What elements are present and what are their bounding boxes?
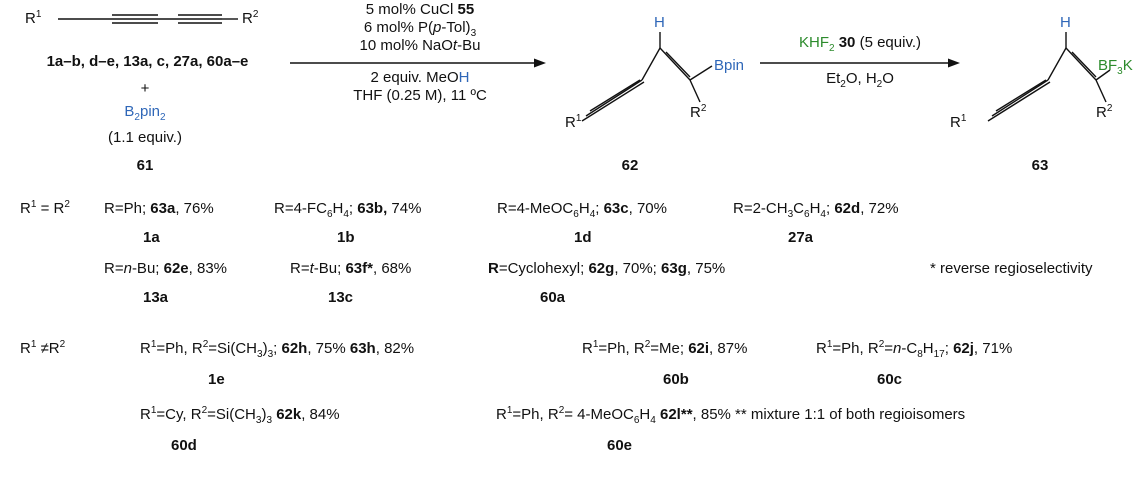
- step2-solvent: Et2O, H2O: [826, 70, 894, 90]
- b2pin2-label: B2pin2: [124, 103, 166, 123]
- entry-62h-63h: R1=Ph, R2=Si(CH3)3; 62h, 75% 63h, 82%: [140, 339, 415, 360]
- product-h: H: [1060, 14, 1071, 31]
- entry-63c: R=4-MeOC6H4; 63c, 70%: [497, 200, 667, 220]
- substrate-13c: 13c: [328, 289, 354, 306]
- entry-63a: R=Ph; 63a, 76%: [104, 200, 214, 217]
- step1-solvent-temp: THF (0.25 M), 11 ºC: [353, 87, 487, 104]
- entry-62g-63g: R=Cyclohexyl; 62g, 70%; 63g, 75%: [488, 260, 726, 277]
- reaction-arrow-1: [290, 58, 546, 68]
- reaction-arrow-2: [760, 58, 960, 68]
- intermediate-bpin: Bpin: [714, 57, 745, 74]
- substrate-1a: 1a: [143, 229, 160, 246]
- substrate-1e: 1e: [208, 371, 225, 388]
- substrate-60a: 60a: [540, 289, 566, 306]
- substrate-1d: 1d: [574, 229, 592, 246]
- step1-catalyst: 5 mol% CuCl 55: [365, 1, 475, 18]
- intermediate-r1: R1: [565, 113, 582, 132]
- plus-sign: +: [140, 80, 150, 97]
- diyne-r2-label: R2: [242, 9, 259, 28]
- label-r1-not-equals-r2: R1 ≠R2: [20, 339, 66, 358]
- step1-additive: 2 equiv. MeOH: [370, 69, 470, 86]
- entry-62k: R1=Cy, R2=Si(CH3)3 62k, 84%: [140, 405, 340, 426]
- substrate-60d: 60d: [171, 437, 197, 454]
- b2pin2-equiv: (1.1 equiv.): [108, 129, 182, 146]
- enyne-62-bonds: [581, 32, 713, 122]
- entry-63f: R=t-Bu; 63f*, 68%: [290, 260, 412, 277]
- product-bf3k: BF3K: [1098, 57, 1133, 77]
- footnote-reverse-regioselectivity: * reverse regioselectivity: [930, 260, 1093, 277]
- entry-62d: R=2-CH3C6H4; 62d, 72%: [733, 200, 899, 220]
- substrate-13a: 13a: [143, 289, 169, 306]
- entry-62j: R1=Ph, R2=n-C8H17; 62j, 71%: [816, 339, 1013, 360]
- step1-ligand: 6 mol% P(p-Tol)3: [363, 19, 477, 39]
- intermediate-h: H: [654, 14, 665, 31]
- diyne-r1-label: R1: [25, 9, 42, 28]
- diyne-bonds: [58, 14, 238, 24]
- compound-62-number: 62: [621, 157, 639, 174]
- entry-62e: R=n-Bu; 62e, 83%: [104, 260, 228, 277]
- substrate-60c: 60c: [877, 371, 903, 388]
- entry-62i: R1=Ph, R2=Me; 62i, 87%: [582, 339, 748, 358]
- compound-61-number: 61: [136, 157, 154, 174]
- product-r1: R1: [950, 113, 967, 132]
- substrate-numbers: 1a–b, d–e, 13a, c, 27a, 60a–e: [46, 53, 249, 70]
- entry-62l: R1=Ph, R2= 4-MeOC6H4 62l**, 85% ** mixtu…: [496, 405, 966, 426]
- product-r2: R2: [1096, 103, 1113, 122]
- substrate-60b: 60b: [663, 371, 689, 388]
- substrate-60e: 60e: [607, 437, 633, 454]
- enyne-63-bonds: [987, 32, 1111, 122]
- entry-63b: R=4-FC6H4; 63b, 74%: [274, 200, 422, 220]
- label-r1-equals-r2: R1 = R2: [20, 199, 70, 218]
- step1-base: 10 mol% NaOt-Bu: [359, 37, 481, 54]
- step2-reagent: KHF2 30 (5 equiv.): [798, 34, 921, 54]
- compound-63-number: 63: [1031, 157, 1049, 174]
- substrate-27a: 27a: [788, 229, 814, 246]
- intermediate-r2: R2: [690, 103, 707, 122]
- substrate-1b: 1b: [337, 229, 355, 246]
